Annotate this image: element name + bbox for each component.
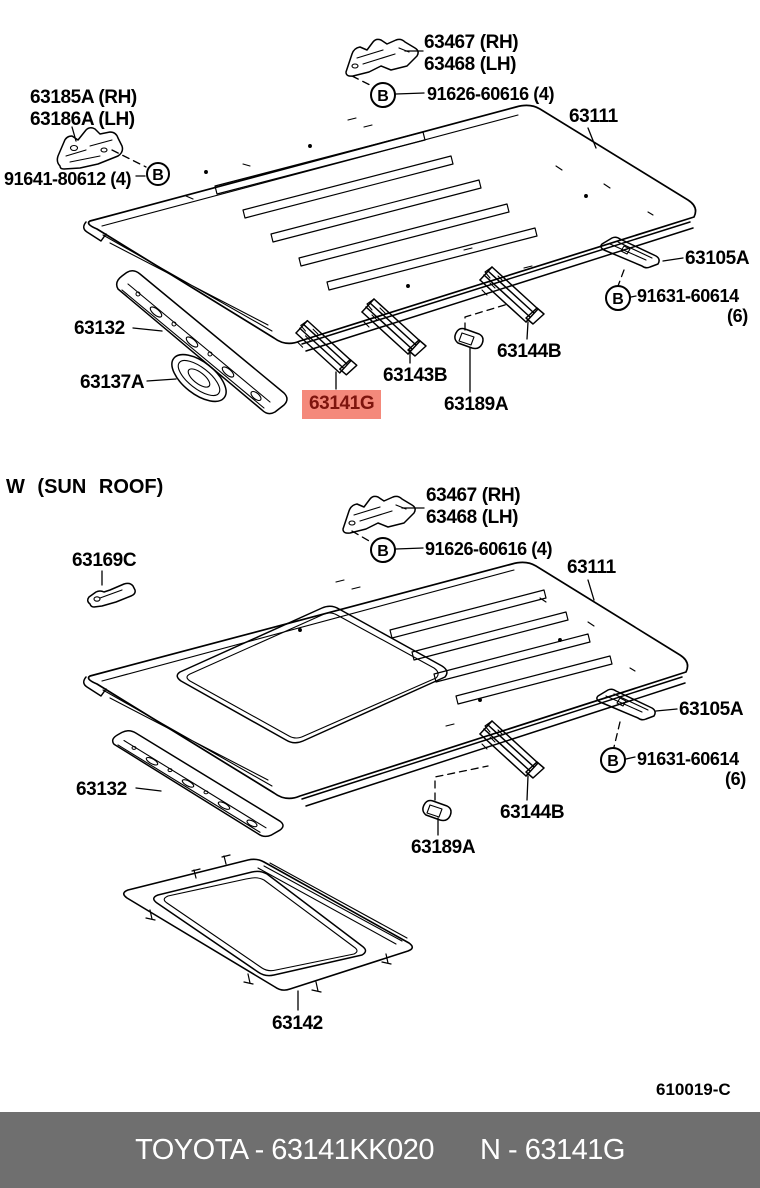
part-label-91631-qty-sunroof: (6)	[725, 769, 746, 789]
clip-63189a-drawing-top	[454, 327, 484, 350]
part-label-63189a-sunroof[interactable]: 63189A	[411, 837, 476, 858]
fastener-symbol-b-group-sunroof: B B	[370, 537, 626, 773]
fastener-symbol-b: B	[607, 753, 619, 770]
roof-panel-drawing-top	[83, 104, 697, 352]
leader-lines-sunroof	[101, 507, 678, 1011]
part-label-63111-top[interactable]: 63111	[569, 106, 618, 127]
part-label-63169c[interactable]: 63169C	[72, 550, 137, 571]
footer-reference-number: N - 63141G	[480, 1133, 625, 1166]
part-label-63144b-sunroof[interactable]: 63144B	[500, 802, 565, 823]
footer-bar: TOYOTA - 63141KK020 N - 63141G	[0, 1112, 760, 1188]
roof-bow-63141g-drawing	[295, 319, 358, 376]
part-label-91631-qty-top: (6)	[727, 306, 748, 326]
part-label-63144b-top[interactable]: 63144B	[497, 341, 562, 362]
sunroof-section-title: W (SUN ROOF)	[6, 476, 164, 498]
bracket-63467-drawing-sunroof	[342, 495, 416, 534]
part-label-63137a[interactable]: 63137A	[80, 372, 145, 393]
part-label-63467-sunroof[interactable]: 63467 (RH)	[426, 485, 521, 506]
part-label-63142[interactable]: 63142	[272, 1013, 323, 1034]
roof-reinforcement-ring-drawing	[171, 353, 227, 403]
part-label-91641[interactable]: 91641-80612 (4)	[4, 169, 132, 189]
bracket-63169c-drawing	[86, 582, 136, 608]
bracket-63105a-drawing-sunroof	[596, 688, 656, 721]
part-label-63143b[interactable]: 63143B	[383, 365, 448, 386]
dashed-connectors-top	[111, 75, 625, 331]
part-label-63111-sunroof[interactable]: 63111	[567, 557, 616, 578]
part-label-63132-top[interactable]: 63132	[74, 318, 125, 339]
part-label-91631-top[interactable]: 91631-60614	[637, 286, 739, 306]
part-label-91626-top[interactable]: 91626-60616 (4)	[427, 84, 555, 104]
part-label-63185a[interactable]: 63185A (RH)	[30, 87, 137, 108]
fastener-symbol-b-group-top: B B B	[146, 82, 631, 311]
clip-63189a-drawing-sunroof	[422, 799, 452, 822]
bracket-63467-drawing-top	[345, 38, 419, 77]
dashed-connectors-sunroof	[351, 530, 621, 801]
part-label-63189a-top[interactable]: 63189A	[444, 394, 509, 415]
part-label-63141g-highlight[interactable]: 63141G	[302, 390, 382, 419]
fastener-symbol-b: B	[377, 88, 389, 105]
roof-bow-63144b-drawing-sunroof	[479, 720, 545, 779]
part-label-91631-sunroof[interactable]: 91631-60614	[637, 749, 739, 769]
part-label-63186a[interactable]: 63186A (LH)	[30, 109, 135, 130]
diagram-code: 610019-C	[656, 1080, 731, 1099]
part-label-63105a-top[interactable]: 63105A	[685, 248, 750, 269]
part-label-63105a-sunroof[interactable]: 63105A	[679, 699, 744, 720]
fastener-symbol-b: B	[377, 543, 389, 560]
part-label-63468-sunroof[interactable]: 63468 (LH)	[426, 507, 519, 528]
roof-panel-drawing-sunroof	[83, 561, 689, 807]
part-label-63132-sunroof[interactable]: 63132	[76, 779, 127, 800]
fastener-symbol-b: B	[152, 167, 164, 184]
part-label-63467-top[interactable]: 63467 (RH)	[424, 32, 519, 53]
part-label-63468-top[interactable]: 63468 (LH)	[424, 54, 517, 75]
part-label-91626-sunroof[interactable]: 91626-60616 (4)	[425, 539, 553, 559]
roof-bow-63144b-drawing-top	[479, 266, 545, 325]
fastener-symbol-b: B	[612, 291, 624, 308]
footer-part-number: TOYOTA - 63141KK020	[135, 1133, 434, 1166]
sunroof-frame-63142-drawing	[122, 854, 414, 993]
bracket-63185a-drawing	[56, 126, 124, 170]
leader-lines-top	[71, 50, 684, 393]
